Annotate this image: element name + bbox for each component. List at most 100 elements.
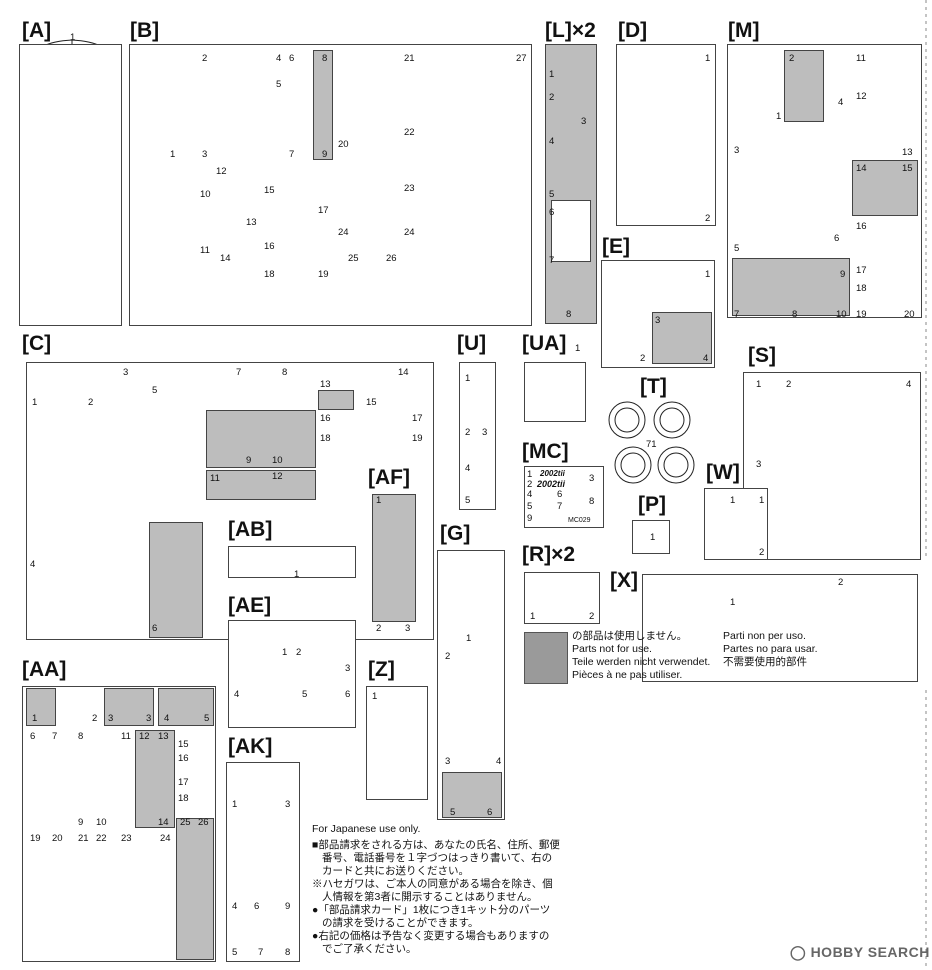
runner-label-m: [M] (728, 19, 760, 42)
runner-label-aa: [AA] (22, 658, 67, 681)
runner-label-mc: [MC] (522, 440, 569, 463)
part-number: 7 (734, 309, 740, 320)
part-number: 11 (121, 731, 131, 742)
notice-line: カードと共にお送りください。 (322, 865, 469, 877)
part-number: 5 (450, 807, 456, 818)
runner-u-frame (459, 362, 496, 510)
runner-label-a: [A] (22, 19, 52, 42)
part-number: 21 (78, 833, 89, 844)
legend-es: Partes no para usar. (723, 643, 818, 655)
part-number: 3 (146, 713, 152, 724)
part-number: 19 (30, 833, 41, 844)
watermark-text: HOBBY SEARCH (810, 944, 930, 960)
runner-m-unused-3 (732, 258, 850, 316)
part-number: 20 (52, 833, 63, 844)
part-number: 3 (123, 367, 129, 378)
part-number: 1 (705, 53, 711, 64)
part-number: 1 (730, 495, 736, 506)
part-number: 1 (705, 269, 711, 280)
watermark: ◯ HOBBY SEARCH (790, 944, 930, 961)
runner-c-unused-3 (318, 390, 354, 410)
part-number: 1 (170, 149, 176, 160)
part-number: 3 (345, 663, 351, 674)
part-number: 5 (302, 689, 308, 700)
part-number: 1 (70, 32, 76, 43)
part-number: 2 (705, 213, 711, 224)
part-number: 2 (88, 397, 94, 408)
part-number: 5 (204, 713, 210, 724)
runner-label-l: [L]×2 (545, 19, 596, 42)
part-number: 23 (404, 183, 415, 194)
runner-aa-unused-1 (104, 688, 154, 726)
notice-line: の請求を受けることができます。 (322, 917, 479, 929)
part-number: 14 (856, 163, 867, 174)
part-number: 26 (198, 817, 209, 828)
runner-label-d: [D] (618, 19, 648, 42)
runner-ae-frame (228, 620, 356, 728)
part-number: 1 (756, 379, 762, 390)
part-number: 15 (902, 163, 913, 174)
runner-c-unused-2 (206, 470, 316, 500)
part-number: 16 (320, 413, 331, 424)
part-number: 10 (96, 817, 107, 828)
part-number: 6 (152, 623, 158, 634)
runner-label-t: [T] (640, 375, 667, 398)
part-number: 1 (759, 495, 765, 506)
part-number: 1 (575, 343, 581, 354)
part-number: 1 (730, 597, 736, 608)
part-number: 19 (412, 433, 423, 444)
runner-p-frame (632, 520, 670, 554)
runner-x-frame (642, 574, 918, 682)
runner-l-frame (545, 44, 597, 324)
part-number: 4 (164, 713, 170, 724)
part-number: 3 (108, 713, 114, 724)
part-number: 5 (232, 947, 238, 958)
part-number: 14 (220, 253, 231, 264)
runner-ua-frame (524, 362, 586, 422)
runner-ab-frame (228, 546, 356, 578)
part-number: 71 (646, 439, 657, 450)
runner-ak-frame (226, 762, 300, 962)
part-number: 4 (276, 53, 282, 64)
part-number: 1 (776, 111, 782, 122)
runner-r-frame (524, 572, 600, 624)
runner-aa-unused-5 (176, 818, 214, 960)
runner-l-used (551, 200, 591, 262)
decal-2002tii-1: 2002tii (540, 469, 565, 478)
part-number: 14 (158, 817, 169, 828)
part-number: 4 (549, 136, 555, 147)
runner-m-unused-2 (852, 160, 918, 216)
runner-c-frame (26, 362, 434, 640)
runner-label-z: [Z] (368, 658, 395, 681)
part-number: 3 (202, 149, 208, 160)
part-number: 1 (466, 633, 472, 644)
part-number: 1 (650, 532, 656, 543)
part-number: 2 (445, 651, 451, 662)
part-number: 4 (527, 489, 533, 500)
part-number: 15 (264, 185, 275, 196)
part-number: 16 (856, 221, 867, 232)
part-number: 11 (210, 473, 220, 484)
part-number: 10 (836, 309, 847, 320)
part-number: 4 (232, 901, 238, 912)
part-number: 2 (759, 547, 765, 558)
part-number: 3 (734, 145, 740, 156)
runner-g-unused (442, 772, 502, 818)
part-number: 11 (200, 245, 210, 256)
part-number: 6 (834, 233, 840, 244)
notice-line: でご了承ください。 (322, 943, 417, 955)
part-number: 2 (92, 713, 98, 724)
part-number: 7 (236, 367, 242, 378)
part-number: 2 (465, 427, 471, 438)
runner-label-ae: [AE] (228, 594, 272, 617)
part-number: 3 (589, 473, 595, 484)
unused-parts-swatch (524, 632, 568, 684)
part-number: 2 (376, 623, 382, 634)
part-number: 7 (549, 255, 555, 266)
part-number: 20 (338, 139, 349, 150)
part-number: 17 (318, 205, 329, 216)
part-number: 25 (180, 817, 191, 828)
part-number: 6 (487, 807, 493, 818)
part-number: 8 (78, 731, 84, 742)
